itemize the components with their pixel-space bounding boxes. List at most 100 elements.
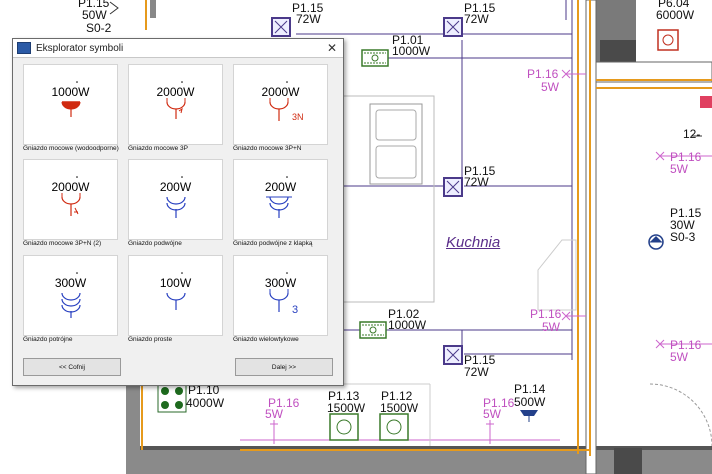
symbol-tile[interactable]: 2000W bbox=[128, 64, 223, 145]
symbol-tile[interactable]: 2000W 3N bbox=[233, 64, 328, 145]
door-arc bbox=[649, 383, 712, 447]
label-id: P1.15 bbox=[464, 164, 496, 178]
label-id: P1.12 bbox=[381, 389, 413, 403]
label-id: P1.16 bbox=[527, 67, 559, 81]
label-id: P1.16 bbox=[483, 396, 515, 410]
lamp-p114-icon[interactable] bbox=[520, 410, 538, 422]
symbol-tile[interactable]: 300W bbox=[23, 255, 118, 336]
symbol-power: 1000W bbox=[51, 85, 90, 99]
appliance-p102[interactable] bbox=[359, 321, 387, 339]
next-button[interactable]: Dalej >> bbox=[235, 358, 333, 376]
wall-lamp-icon[interactable] bbox=[648, 234, 664, 250]
label-id: P1.16 bbox=[268, 396, 300, 410]
wall-light-tl-icon bbox=[109, 1, 119, 15]
label-power: 5W bbox=[670, 350, 688, 364]
appliance-p113[interactable] bbox=[329, 413, 359, 441]
symbol-power: 2000W bbox=[156, 85, 195, 99]
label-power: 5W bbox=[265, 407, 283, 421]
label-id: P1.16 bbox=[670, 338, 702, 352]
red-marker bbox=[700, 96, 712, 108]
symbol-caption: Gniazdo podwójne bbox=[128, 240, 182, 247]
label-id: P1.15 bbox=[464, 1, 496, 15]
wall-right-block bbox=[600, 40, 636, 64]
socket-multi-icon bbox=[269, 272, 289, 312]
symbol-mark: 3 bbox=[292, 304, 299, 316]
light-fixture[interactable] bbox=[443, 177, 463, 197]
light-fixture[interactable] bbox=[443, 345, 463, 365]
back-button[interactable]: << Cofnij bbox=[23, 358, 121, 376]
light-fixture[interactable] bbox=[443, 17, 463, 37]
label-power: 72W bbox=[464, 175, 489, 189]
label-power: 1500W bbox=[380, 401, 419, 415]
label-power: 4000W bbox=[186, 396, 225, 410]
label-id: P1.14 bbox=[514, 382, 546, 396]
symbol-caption: Gniazdo mocowe (wodoodporne) bbox=[23, 145, 119, 152]
socket-3p-icon bbox=[166, 81, 186, 119]
close-icon[interactable]: ✕ bbox=[326, 41, 337, 55]
symbol-caption: Gniazdo proste bbox=[128, 336, 173, 343]
wall-top-left bbox=[150, 0, 156, 18]
symbol-explorer-dialog[interactable]: Eksplorator symboli ✕ 1000W 2000W 2000W bbox=[12, 38, 344, 386]
symbol-caption: Gniazdo mocowe 3P+N bbox=[233, 145, 302, 152]
symbol-caption: Gniazdo wielowtykowe bbox=[233, 336, 299, 343]
orange-cables bbox=[141, 0, 712, 456]
symbol-tile[interactable]: 2000W bbox=[23, 159, 118, 240]
label-id: P1.13 bbox=[328, 389, 360, 403]
label-id: P1.10 bbox=[188, 383, 220, 397]
label-power: 1000W bbox=[392, 44, 431, 58]
symbol-power: 200W bbox=[264, 180, 297, 194]
label-power: 5W bbox=[541, 80, 559, 94]
label-power: 72W bbox=[464, 12, 489, 26]
label-power: 1500W bbox=[327, 401, 366, 415]
app-icon bbox=[17, 42, 31, 54]
label-id: P1.15 bbox=[670, 206, 702, 220]
symbol-tile[interactable]: 1000W bbox=[23, 64, 118, 145]
label-circuit: S0-2 bbox=[86, 21, 112, 35]
wall-left bbox=[126, 384, 140, 474]
wall-right-band bbox=[595, 61, 712, 83]
appliance-p110[interactable] bbox=[157, 383, 187, 413]
label-power: 500W bbox=[514, 395, 546, 409]
wall-bottom-inner bbox=[126, 446, 712, 450]
symbol-power: 300W bbox=[54, 276, 87, 290]
symbol-power: 2000W bbox=[261, 85, 300, 99]
socket-3pn-icon bbox=[269, 81, 289, 121]
room-name: Kuchnia bbox=[446, 234, 501, 251]
label-power: 30W bbox=[670, 218, 695, 232]
sink bbox=[369, 103, 423, 185]
wall-pier bbox=[614, 448, 642, 474]
appliance-p101[interactable] bbox=[361, 49, 389, 67]
socket-double-icon bbox=[166, 176, 186, 218]
label-power: 72W bbox=[464, 365, 489, 379]
appliance-p112[interactable] bbox=[379, 413, 409, 441]
dialog-titlebar[interactable]: Eksplorator symboli ✕ bbox=[13, 39, 343, 58]
label-power: 5W bbox=[542, 320, 560, 334]
symbol-mark: 3N bbox=[292, 112, 304, 122]
label-id: P1.16 bbox=[530, 307, 562, 321]
symbol-tile[interactable]: 200W bbox=[233, 159, 328, 240]
symbol-caption: Gniazdo podwójne z klapką bbox=[233, 240, 313, 247]
symbol-tile[interactable]: 200W bbox=[128, 159, 223, 240]
label-circuit: S0-3 bbox=[670, 230, 696, 244]
label-id: P1.02 bbox=[388, 307, 420, 321]
socket-waterproof-icon bbox=[61, 81, 81, 117]
socket-3pn-2-icon bbox=[61, 176, 81, 216]
appliance-p604[interactable] bbox=[657, 29, 679, 51]
symbol-caption: Gniazdo mocowe 3P+N (2) bbox=[23, 240, 102, 247]
label-id: P1.01 bbox=[392, 33, 424, 47]
pink-symbols bbox=[270, 69, 665, 444]
label-power: 1000W bbox=[388, 318, 427, 332]
label-id: P1.16 bbox=[670, 150, 702, 164]
symbol-power: 200W bbox=[159, 180, 192, 194]
purple-circuits bbox=[296, 0, 573, 360]
symbol-power: 2000W bbox=[51, 180, 90, 194]
label-power: 5W bbox=[670, 162, 688, 176]
symbol-tile[interactable]: 100W bbox=[128, 255, 223, 336]
label-id: P6.04 bbox=[658, 0, 690, 10]
socket-simple-icon bbox=[166, 272, 186, 310]
symbol-caption: Gniazdo mocowe 3P bbox=[128, 145, 188, 152]
symbol-tile[interactable]: 300W 3 bbox=[233, 255, 328, 336]
label-id: P1.15 bbox=[292, 1, 324, 15]
light-fixture[interactable] bbox=[271, 17, 291, 37]
